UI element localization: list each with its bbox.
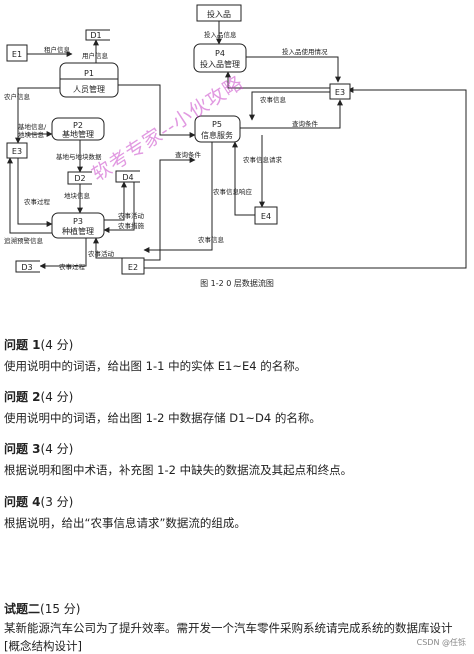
label-jidi-a: 基地信息/ — [18, 122, 47, 131]
store-d1: D1 — [85, 29, 110, 41]
question-title: 问题 1(4 分) — [4, 338, 74, 352]
svg-text:D1: D1 — [90, 31, 101, 40]
flow-p3-d3 — [39, 238, 87, 269]
flow-p3-p5 — [118, 84, 196, 138]
label-nongshi-info: 农事信息 — [198, 235, 225, 244]
entity-e3-right: E3 — [329, 83, 351, 100]
label-jidi-data: 基地与地块数据 — [56, 152, 102, 161]
question-text: 根据说明，给出“农事信息请求”数据流的组成。 — [4, 516, 246, 530]
label-input-p4: 投入品信息 — [204, 30, 237, 39]
section-line-2: [概念结构设计] — [4, 639, 82, 653]
entity-e2: E2 — [121, 257, 145, 275]
label-req: 农事信息请求 — [243, 155, 283, 164]
svg-text:E4: E4 — [261, 212, 271, 221]
flow-e3-p5 — [249, 91, 330, 121]
label-query-2: 查询条件 — [175, 150, 202, 159]
question-4: 问题 4(3 分) 根据说明，给出“农事信息请求”数据流的组成。 — [4, 493, 470, 531]
entity-e3-left: E3 — [6, 142, 28, 159]
question-3: 问题 3(4 分) 根据说明和图中术语，补充图 1-2 中缺失的数据流及其起点和… — [4, 440, 470, 478]
question-1: 问题 1(4 分) 使用说明中的词语，给出图 1-1 中的实体 E1~E4 的名… — [4, 336, 470, 374]
flow-e2-p3 — [93, 237, 122, 259]
svg-text:信息服务: 信息服务 — [201, 130, 233, 140]
flow-p3-d4 — [104, 181, 127, 221]
question-text: 使用说明中的词语，给出图 1-2 中数据存储 D1~D4 的名称。 — [4, 411, 321, 425]
data-flow-diagram: E1 E3 E2 E3 E4 投入品 P1 人员管理 P2 基地管理 P3 种植… — [4, 4, 467, 288]
flow-p4-e3 — [246, 56, 341, 83]
label-yujing: 追溯预警信息 — [4, 236, 44, 245]
question-title: 问题 3(4 分) — [4, 442, 74, 456]
entity-input: 投入品 — [196, 4, 242, 22]
store-d4: D4 — [115, 170, 140, 183]
svg-text:P5: P5 — [212, 120, 222, 129]
label-p4-e3: 投入品使用情况 — [282, 47, 328, 56]
label-nongshi-huo: 农事活动 — [118, 211, 145, 220]
label-zuhu: 租户信息 — [44, 45, 71, 54]
label-nongshi-guo: 农事过程 — [24, 197, 51, 206]
label-nongshi-cuo: 农事措施 — [118, 221, 145, 230]
question-text: 使用说明中的词语，给出图 1-1 中的实体 E1~E4 的名称。 — [4, 359, 307, 373]
entity-e4: E4 — [254, 206, 278, 225]
label-yonghu: 用户信息 — [82, 51, 109, 60]
flow-d4-p3 — [103, 182, 135, 233]
diagram-caption: 图 1-2 0 层数据流图 — [200, 278, 274, 288]
entity-e1: E1 — [6, 44, 28, 62]
svg-text:人员管理: 人员管理 — [73, 84, 105, 94]
flow-e2-e3 — [144, 87, 467, 269]
svg-text:E3: E3 — [335, 88, 345, 97]
svg-text:D3: D3 — [21, 263, 32, 272]
section-line-1: 某新能源汽车公司为了提升效率。需开发一个汽车零件采购系统请完成系统的数据库设计 — [4, 621, 453, 635]
question-text: 根据说明和图中术语，补充图 1-2 中缺失的数据流及其起点和终点。 — [4, 463, 353, 477]
flow-p1-e3 — [15, 87, 60, 144]
flow-e3-p4 — [225, 71, 330, 89]
flow-e2-p5 — [144, 157, 196, 261]
svg-text:E1: E1 — [12, 50, 22, 59]
svg-text:P2: P2 — [73, 121, 83, 130]
svg-text:基地管理: 基地管理 — [62, 129, 94, 139]
question-title: 问题 2(4 分) — [4, 390, 74, 404]
process-p5: P5 信息服务 — [194, 115, 241, 143]
label-jidi-b: 地块信息 — [18, 130, 45, 139]
section-2: 试题二(15 分) 某新能源汽车公司为了提升效率。需开发一个汽车零件采购系统请完… — [4, 600, 470, 654]
svg-text:种植管理: 种植管理 — [62, 226, 94, 236]
label-dikuai: 地块信息 — [64, 191, 91, 200]
process-p3: P3 种植管理 — [51, 212, 105, 239]
flow-p3-e3 — [7, 157, 52, 234]
svg-text:E2: E2 — [128, 263, 138, 272]
label-e2-huo: 农事活动 — [88, 249, 115, 258]
label-nongshi-info-2: 农事信息 — [260, 95, 287, 104]
label-resp: 农事信息响应 — [213, 187, 253, 196]
svg-text:D4: D4 — [122, 173, 133, 182]
flow-e4-p5 — [232, 141, 255, 216]
svg-text:P1: P1 — [84, 69, 94, 78]
svg-text:投入品管理: 投入品管理 — [200, 59, 240, 69]
flow-p5-e3 — [240, 99, 343, 129]
question-title: 问题 4(3 分) — [4, 495, 74, 509]
process-p2: P2 基地管理 — [51, 117, 105, 141]
label-d3: 农事过程 — [59, 262, 86, 271]
label-nonghu: 农户信息 — [4, 92, 31, 101]
store-d2: D2 — [67, 171, 92, 185]
svg-text:P3: P3 — [73, 217, 83, 226]
svg-text:E3: E3 — [12, 147, 22, 156]
svg-text:P4: P4 — [215, 49, 225, 58]
svg-text:D2: D2 — [74, 174, 85, 183]
flow-p5-e2 — [143, 140, 213, 253]
process-p4: P4 投入品管理 — [193, 43, 247, 73]
process-p1: P1 人员管理 — [59, 62, 119, 98]
question-2: 问题 2(4 分) 使用说明中的词语，给出图 1-2 中数据存储 D1~D4 的… — [4, 388, 470, 426]
store-d3: D3 — [15, 260, 40, 273]
flow-e3-p3 — [17, 158, 53, 227]
label-query: 查询条件 — [292, 119, 319, 128]
svg-text:投入品: 投入品 — [207, 9, 231, 19]
section-title: 试题二(15 分) — [4, 602, 81, 616]
credit: CSDN @任铄 — [416, 638, 466, 647]
